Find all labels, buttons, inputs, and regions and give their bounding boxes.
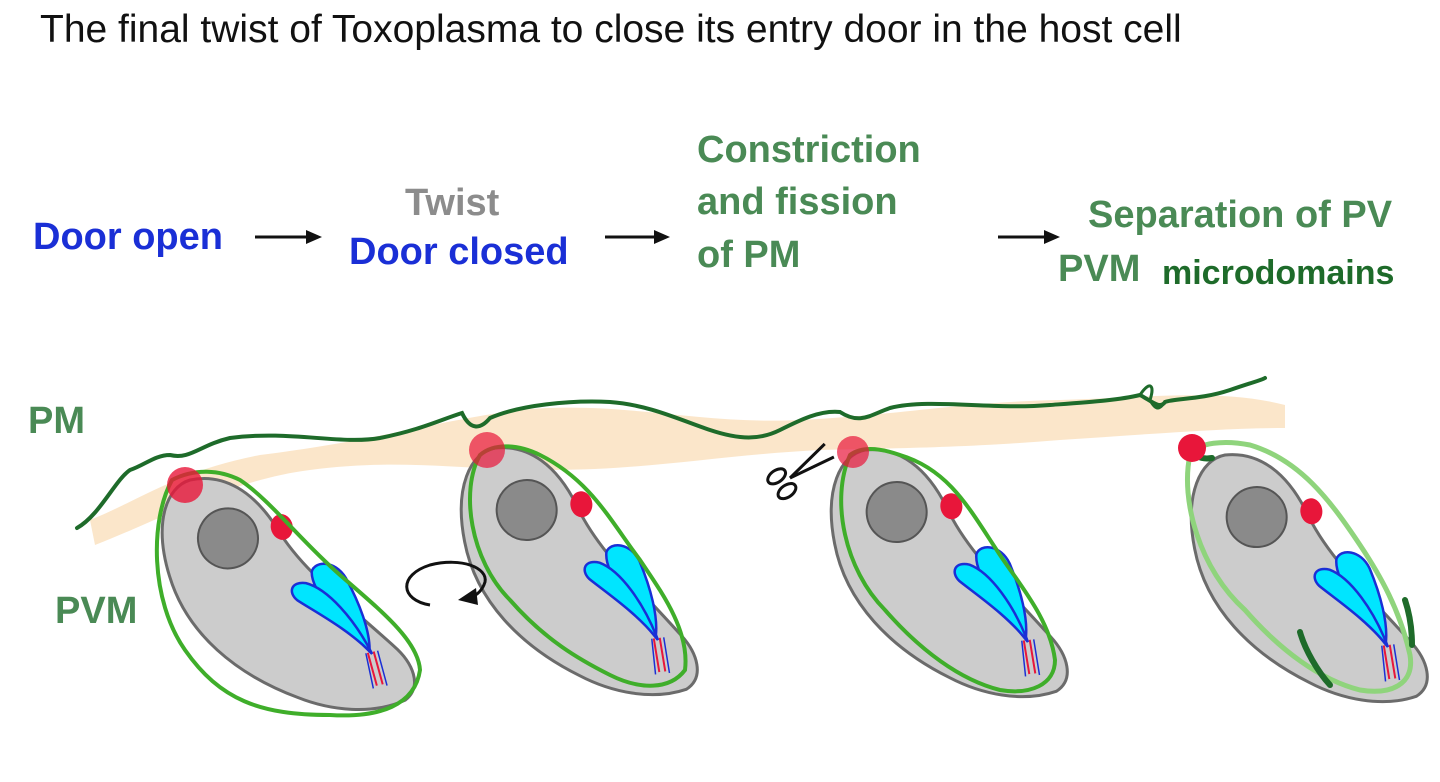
pm-twist-knot xyxy=(1138,384,1167,410)
arrow-right-icon xyxy=(998,230,1060,244)
pvm-twist xyxy=(468,444,688,688)
entry-door-1 xyxy=(167,467,203,503)
pvm-door-open xyxy=(154,469,423,718)
host-cytoplasm-band xyxy=(90,395,1285,545)
parasite-twist xyxy=(452,427,702,715)
pvm-constriction xyxy=(839,447,1058,694)
pvm-microdomain-1 xyxy=(1297,629,1333,688)
entry-door-3 xyxy=(837,436,869,468)
step-constriction-line2: and fission xyxy=(697,181,898,223)
diagram-title: The final twist of Toxoplasma to close i… xyxy=(40,8,1182,51)
step-separation-line2: microdomains xyxy=(1162,254,1395,292)
step-separation-pvm: PVM xyxy=(1058,248,1141,290)
pvm-separation xyxy=(1185,439,1414,694)
step-door-closed: Door closed xyxy=(349,231,569,273)
arrow-right-icon xyxy=(255,230,322,244)
parasite-constriction xyxy=(822,429,1072,717)
step-twist: Twist xyxy=(405,182,500,224)
step-door-open: Door open xyxy=(33,216,223,258)
step-constriction-line1: Constriction xyxy=(697,129,921,171)
pm-label: PM xyxy=(28,400,85,442)
scissors-icon xyxy=(766,442,835,501)
step-constriction-line3: of PM xyxy=(697,234,801,276)
step-separation-line1: Separation of PV xyxy=(1088,194,1393,236)
pvm-microdomain-2 xyxy=(1402,597,1415,648)
entry-door-4 xyxy=(1178,434,1206,462)
rotation-arrow-icon xyxy=(405,560,487,607)
pvm-label: PVM xyxy=(55,590,138,632)
entry-door-2 xyxy=(469,432,505,468)
arrow-right-icon xyxy=(605,230,670,244)
host-plasma-membrane xyxy=(75,376,1267,530)
